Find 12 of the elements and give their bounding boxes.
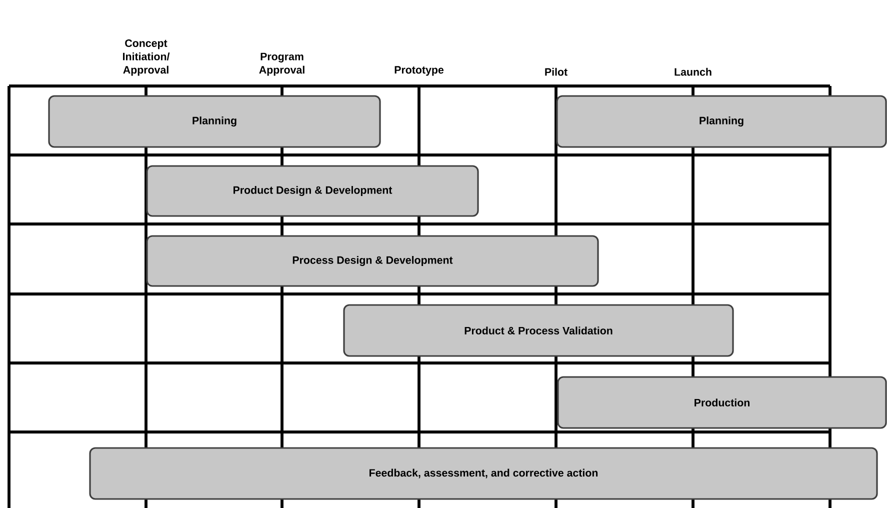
phase-bar: Product Design & Development (146, 165, 479, 217)
phase-bar: Feedback, assessment, and corrective action (89, 447, 878, 500)
phase-bar: Planning (556, 95, 887, 148)
milestone-label: Program Approval (259, 52, 304, 76)
milestone-label: Concept Initiation/ Approval (123, 39, 170, 76)
phase-bar: Production (557, 376, 887, 429)
milestone-label: Prototype (394, 66, 444, 76)
phase-bar: Product & Process Validation (343, 304, 734, 357)
milestone-label: Pilot (545, 68, 568, 76)
milestone-label: Launch (674, 68, 712, 76)
phase-bar: Process Design & Development (146, 235, 599, 287)
phase-bar: Planning (48, 95, 381, 148)
